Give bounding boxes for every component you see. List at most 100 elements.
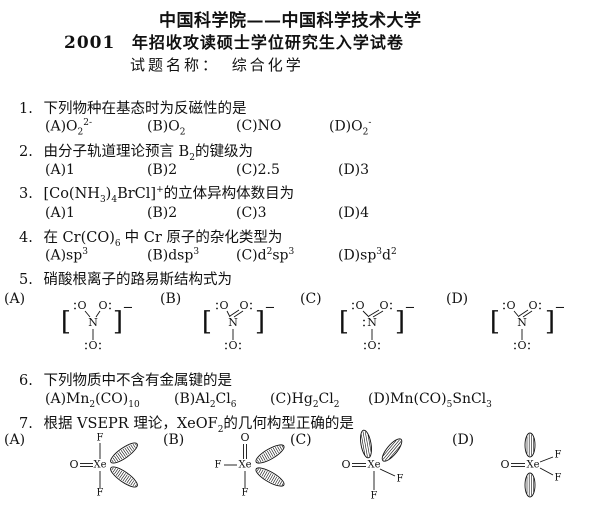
option-sup: 2- (83, 118, 93, 128)
text-part: ) (105, 186, 112, 202)
question-text: 下列物质中不含有金属键的是 (43, 373, 232, 389)
bond (513, 310, 520, 318)
q6-option-b: (B)Al2Cl6 (174, 391, 236, 410)
fluorine-atom: F (97, 488, 104, 499)
xenon-atom: Xe (526, 460, 539, 471)
bond (539, 456, 554, 463)
oxygen-atom: O (367, 339, 376, 352)
q1-option-d: (D)O2- (329, 118, 371, 137)
lone-pair (363, 319, 365, 327)
lobe-hatching (256, 468, 284, 486)
hatch-line (126, 446, 132, 453)
exam-title-text: 年招收攻读硕士学位研究生入学试卷 (131, 33, 404, 52)
option-sub: 2 (312, 399, 319, 410)
electron-dot (250, 302, 252, 305)
option-sub: 3 (486, 399, 492, 410)
hatch-line (124, 447, 130, 455)
hatch-line (112, 457, 116, 462)
xenon-atom: Xe (367, 460, 380, 471)
left-bracket: [ (202, 307, 212, 337)
electron-dot (74, 307, 76, 310)
text-part: 的几何构型正确的是 (223, 416, 354, 432)
q4-option-c: (C)d2sp3 (236, 247, 294, 264)
q1-option-b: (B)O2 (147, 118, 185, 138)
lone-pair (250, 302, 252, 310)
question-number: 4. (19, 230, 33, 246)
left-bracket: [ (339, 307, 349, 337)
option-text: Cl (215, 391, 231, 407)
lone-pair-lobe (360, 429, 372, 459)
electron-dot (239, 347, 241, 350)
option-text: (A)sp (45, 247, 83, 264)
lobe-hatching (256, 445, 284, 463)
electron-dot (352, 307, 354, 310)
q1-option-c: (C)NO (236, 118, 281, 134)
oxygen-atom: O (219, 299, 228, 312)
hatch-line (272, 447, 278, 455)
hatch-line (277, 446, 281, 452)
xenon-atom: Xe (93, 460, 106, 471)
electron-dot (364, 347, 366, 350)
exam-subject: 试题名称： 综合化学 (130, 54, 304, 75)
oxygen-atom: O (98, 299, 107, 312)
q3-option-c: (C)3 (236, 205, 267, 221)
hatch-line (261, 470, 266, 477)
hatch-line (111, 459, 114, 463)
q2-option-d: (D)3 (338, 162, 370, 178)
right-bracket: ] (545, 307, 555, 337)
hatch-line (119, 451, 125, 459)
electron-dot (99, 342, 101, 345)
option-text: (C)NO (236, 118, 282, 134)
hatch-line (267, 472, 272, 481)
nitrogen-atom: N (88, 316, 98, 329)
question-text: 硝酸根离子的路易斯结构式为 (43, 272, 232, 288)
electron-dot (216, 307, 218, 310)
xenon-atom: Xe (238, 460, 251, 471)
bond (95, 310, 101, 318)
electron-dot (503, 307, 505, 310)
q4-option-a: (A)sp3 (45, 247, 88, 264)
lobe-hatching (111, 443, 137, 463)
lone-pair (109, 302, 111, 310)
lobe-hatching (382, 439, 402, 461)
question-number: 6. (19, 373, 33, 389)
question-text: 根据 VSEPR 理论，XeOF2的几何构型正确的是 (43, 416, 354, 435)
electron-dot (528, 342, 530, 345)
option-sub: 2 (333, 399, 340, 410)
oxygen-atom: O (528, 299, 537, 312)
q3-option-a: (A)1 (45, 205, 75, 221)
lone-pair (503, 302, 505, 310)
lone-pair (378, 342, 380, 350)
hatch-line (267, 450, 272, 459)
hatch-line (279, 481, 283, 486)
option-sub: 2 (362, 127, 369, 138)
question-number: 1. (19, 101, 33, 117)
lone-pair (225, 342, 227, 350)
hatch-line (132, 443, 136, 448)
hatch-line (130, 444, 135, 450)
lone-pair-lobe (524, 432, 536, 458)
oxygen-atom: O (77, 299, 86, 312)
electron-dot (109, 302, 111, 305)
question-number: 7. (19, 416, 33, 432)
electron-dot (390, 307, 392, 310)
q5-label-d: (D) (446, 291, 469, 307)
text-part: 由分子轨道理论预言 B (43, 144, 190, 160)
text-sub: 2 (189, 152, 195, 163)
hatch-line (382, 439, 400, 460)
hatch-line (275, 477, 279, 485)
q5-label-b: (B) (160, 291, 182, 307)
option-text: SnCl (452, 391, 487, 407)
right-bracket: ] (255, 307, 265, 337)
q7-label-c: (C) (290, 432, 312, 448)
option-text: (D)O (329, 118, 363, 135)
q1-option-a: (A)O22- (45, 118, 92, 137)
lobe-hatching (360, 431, 372, 457)
option-sup: 3 (288, 247, 295, 257)
text-sub: 3 (99, 194, 106, 205)
hatch-line (272, 476, 278, 484)
hatch-line (115, 469, 121, 476)
lone-pair-lobe (110, 466, 138, 488)
